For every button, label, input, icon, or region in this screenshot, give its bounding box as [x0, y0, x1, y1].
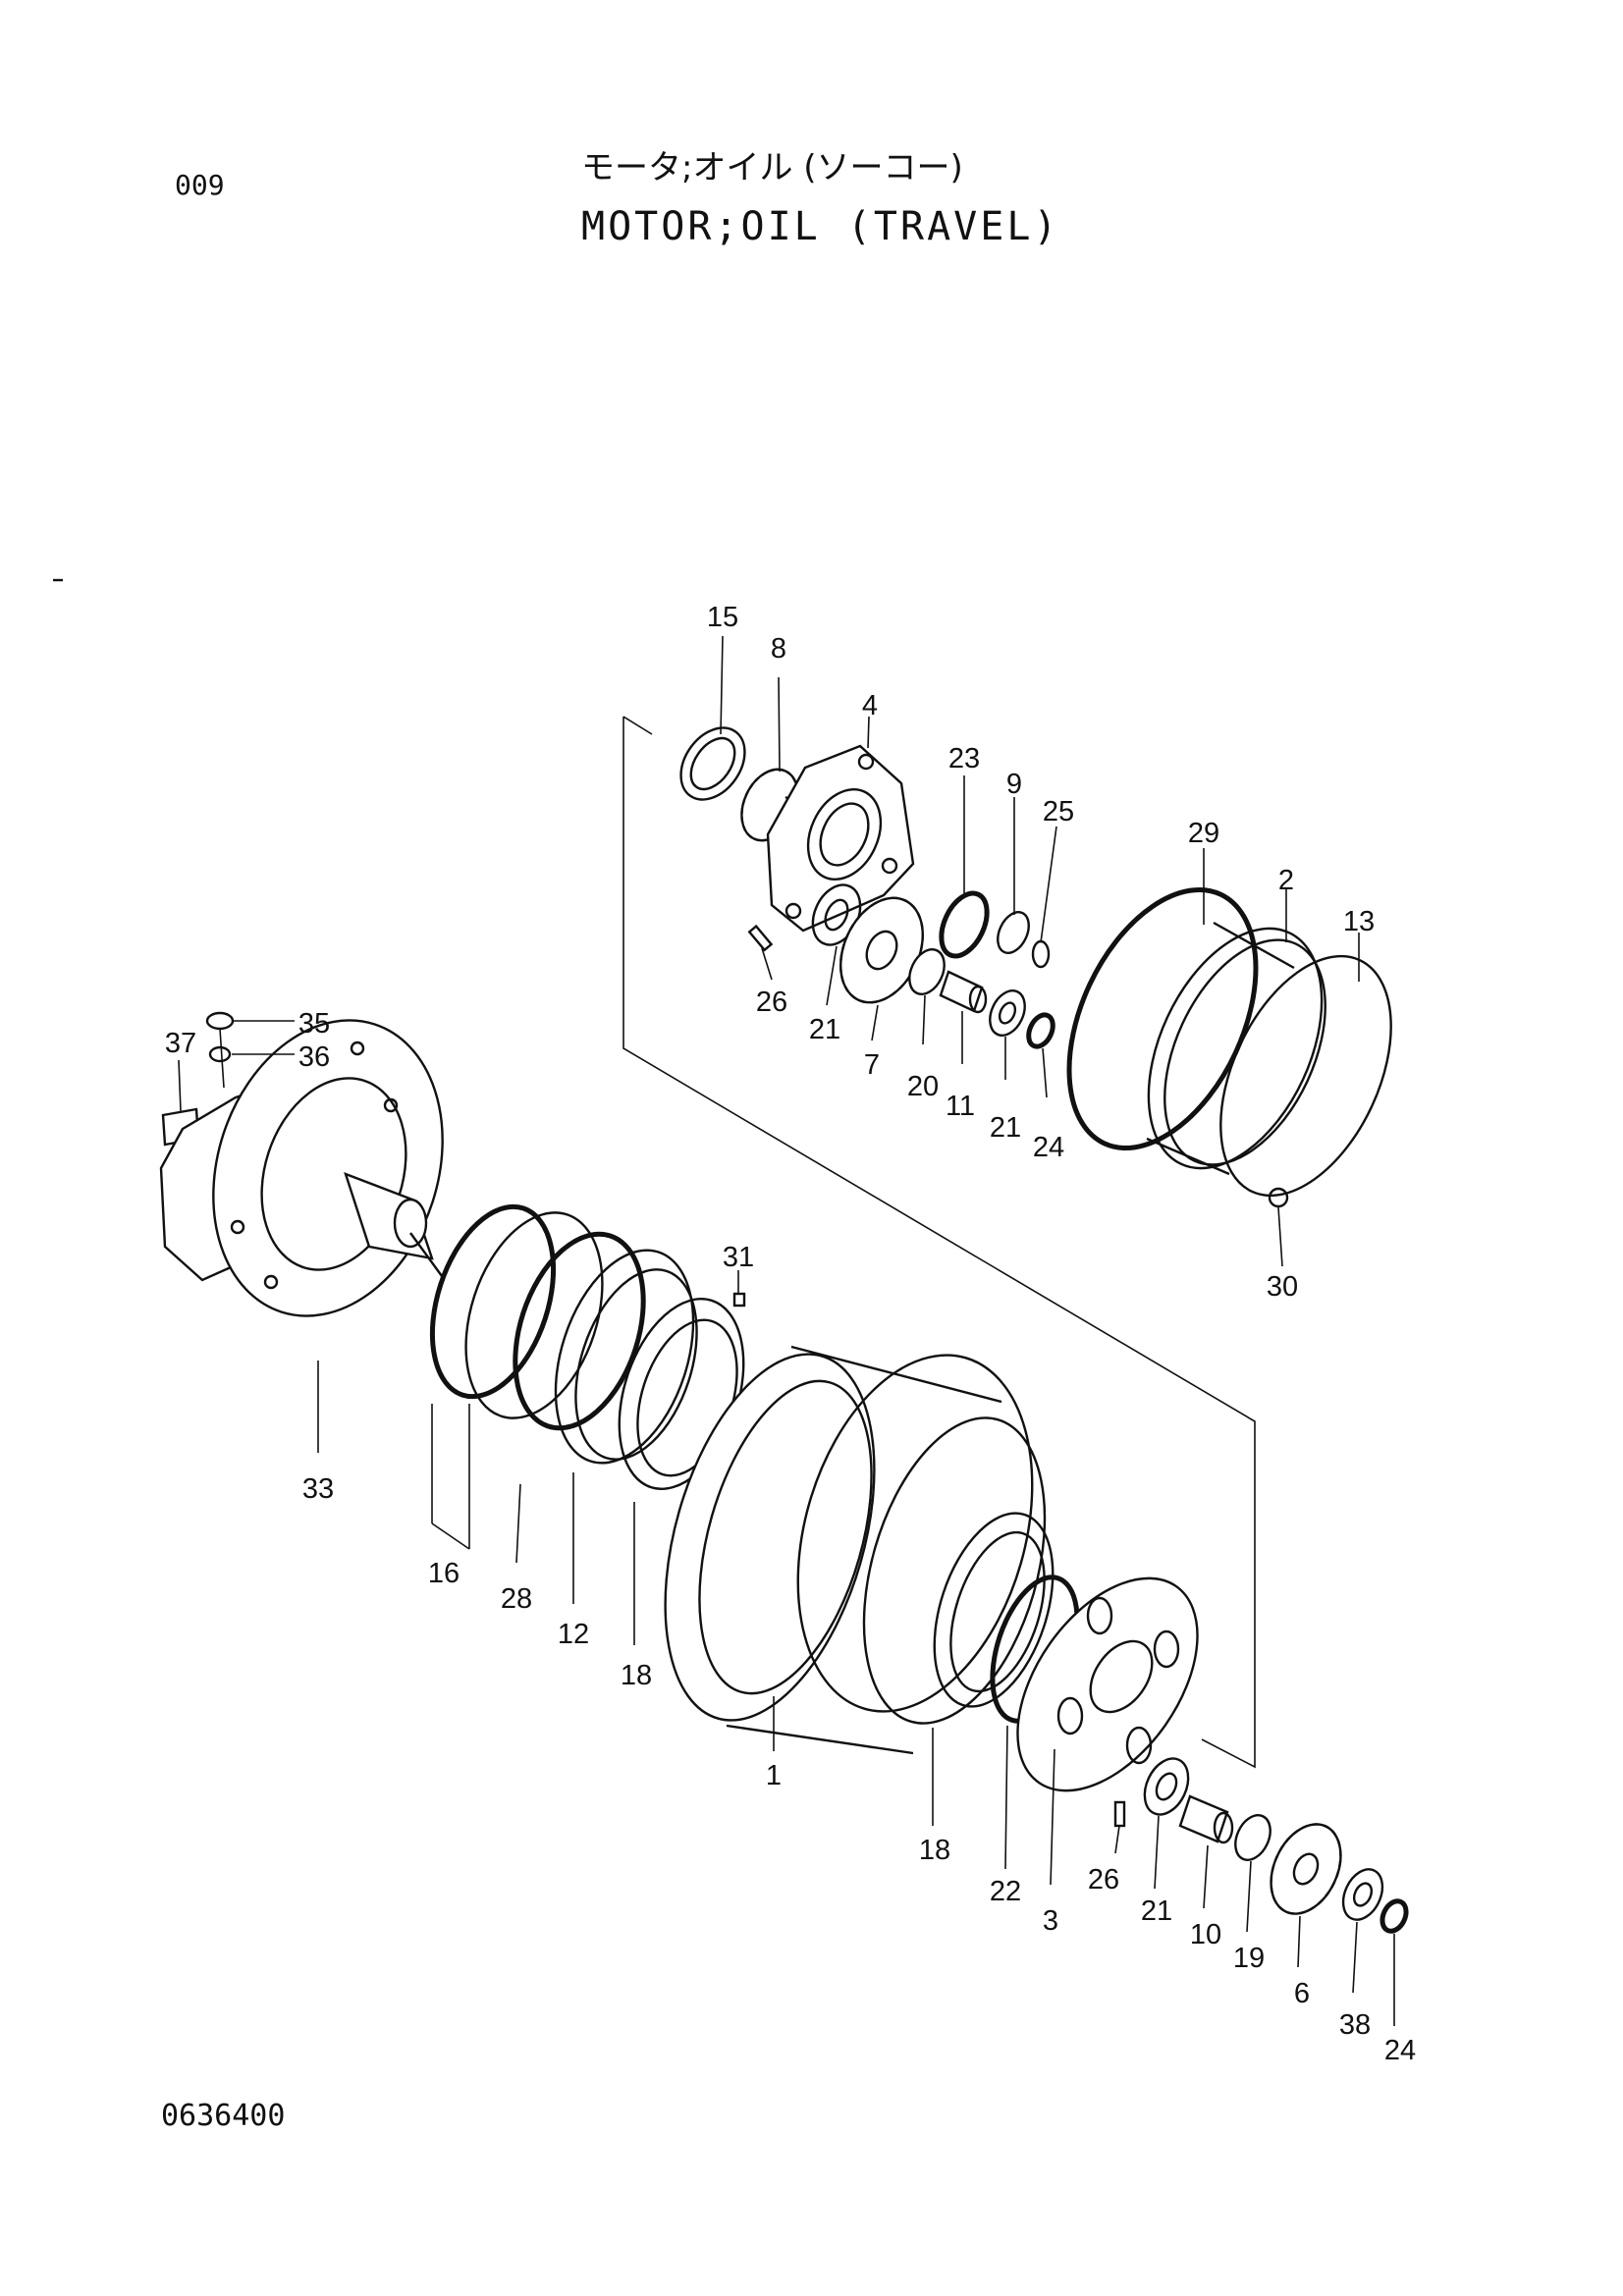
callout-38: 38 — [1339, 2009, 1371, 2041]
callout-28: 28 — [501, 1583, 532, 1615]
callout-18-lower: 18 — [919, 1835, 950, 1866]
part-16-bearing — [429, 1203, 604, 1419]
callout-13: 13 — [1343, 906, 1375, 937]
callout-26-upper: 26 — [756, 987, 787, 1018]
callout-33: 33 — [302, 1473, 334, 1505]
part-10-shaft — [1178, 1794, 1234, 1844]
callout-12: 12 — [558, 1619, 589, 1650]
assembly-group-frame-top — [622, 716, 653, 735]
callout-4: 4 — [862, 690, 878, 721]
callout-8: 8 — [771, 633, 786, 665]
part-21-washer-lower — [1143, 1757, 1190, 1816]
callout-20: 20 — [907, 1071, 939, 1102]
drawing-number: 0636400 — [161, 2099, 286, 2133]
callout-30: 30 — [1267, 1271, 1298, 1303]
callout-36: 36 — [298, 1041, 330, 1073]
part-30-plug — [1268, 1187, 1289, 1208]
callout-35: 35 — [298, 1008, 330, 1040]
part-15-ring — [679, 726, 746, 801]
part-13-ring — [1219, 954, 1392, 1198]
callout-24-upper: 24 — [1033, 1132, 1064, 1163]
part-2-housing — [1146, 921, 1326, 1176]
callout-21-upper: 21 — [809, 1014, 840, 1045]
part-1-hub — [664, 1345, 1047, 1755]
part-3-carrier — [1016, 1576, 1199, 1792]
callout-18-upper: 18 — [621, 1660, 652, 1691]
assembly-group-frame — [622, 717, 1256, 1769]
part-26-pin-upper — [747, 924, 774, 952]
callout-31: 31 — [723, 1242, 754, 1273]
callout-10: 10 — [1190, 1919, 1221, 1950]
part-4-carrier-plate — [766, 744, 915, 933]
callout-37: 37 — [165, 1028, 196, 1059]
part-21-washer-middle — [989, 989, 1026, 1037]
callout-21-middle: 21 — [990, 1112, 1021, 1144]
part-24-snap-ring-upper — [1026, 1012, 1055, 1049]
callout-22: 22 — [990, 1876, 1021, 1907]
part-35-plug — [205, 1011, 235, 1031]
callout-26-lower: 26 — [1088, 1864, 1119, 1896]
callout-29: 29 — [1188, 818, 1219, 849]
part-25-ring — [1031, 939, 1051, 969]
title-japanese: モータ;オイル (ソーコー) — [581, 148, 963, 187]
callout-9: 9 — [1006, 769, 1022, 800]
leader-lines — [178, 635, 1395, 2026]
callout-23: 23 — [948, 743, 980, 774]
part-20-needle-bearing — [908, 948, 946, 995]
callout-11: 11 — [946, 1091, 975, 1122]
callout-1: 1 — [766, 1760, 782, 1791]
part-11-shaft — [939, 970, 988, 1014]
callout-6: 6 — [1294, 1978, 1310, 2009]
callout-21-lower: 21 — [1141, 1896, 1172, 1927]
callout-7: 7 — [864, 1049, 880, 1081]
part-26-pin-lower — [1113, 1800, 1126, 1828]
callout-15: 15 — [707, 602, 738, 633]
part-23-snap-ring — [939, 890, 990, 959]
callouts: 15 8 4 23 9 25 29 2 13 26 21 7 20 11 21 … — [165, 602, 1416, 2066]
part-24-snap-ring-lower — [1380, 1898, 1409, 1934]
part-36-o-ring — [208, 1045, 232, 1063]
part-12-floating-seal — [554, 1249, 698, 1465]
title-english: MOTOR;OIL (TRAVEL) — [581, 204, 1060, 249]
part-28-o-ring — [513, 1231, 646, 1431]
part-9-gear — [997, 911, 1030, 954]
part-6-gear — [1270, 1823, 1342, 1915]
callout-16: 16 — [428, 1558, 460, 1589]
callout-25: 25 — [1043, 796, 1074, 828]
callout-3: 3 — [1043, 1905, 1058, 1937]
part-19-needle-bearing — [1234, 1814, 1271, 1861]
part-38-washer — [1341, 1868, 1384, 1921]
callout-24-lower: 24 — [1384, 2035, 1416, 2066]
part-31-pin — [732, 1292, 746, 1308]
part-18-bearing-lower — [933, 1512, 1055, 1708]
page-code: 009 — [175, 169, 225, 201]
callout-2: 2 — [1278, 865, 1294, 896]
part-33-motor-body — [159, 1019, 444, 1317]
callout-19: 19 — [1233, 1943, 1265, 1974]
